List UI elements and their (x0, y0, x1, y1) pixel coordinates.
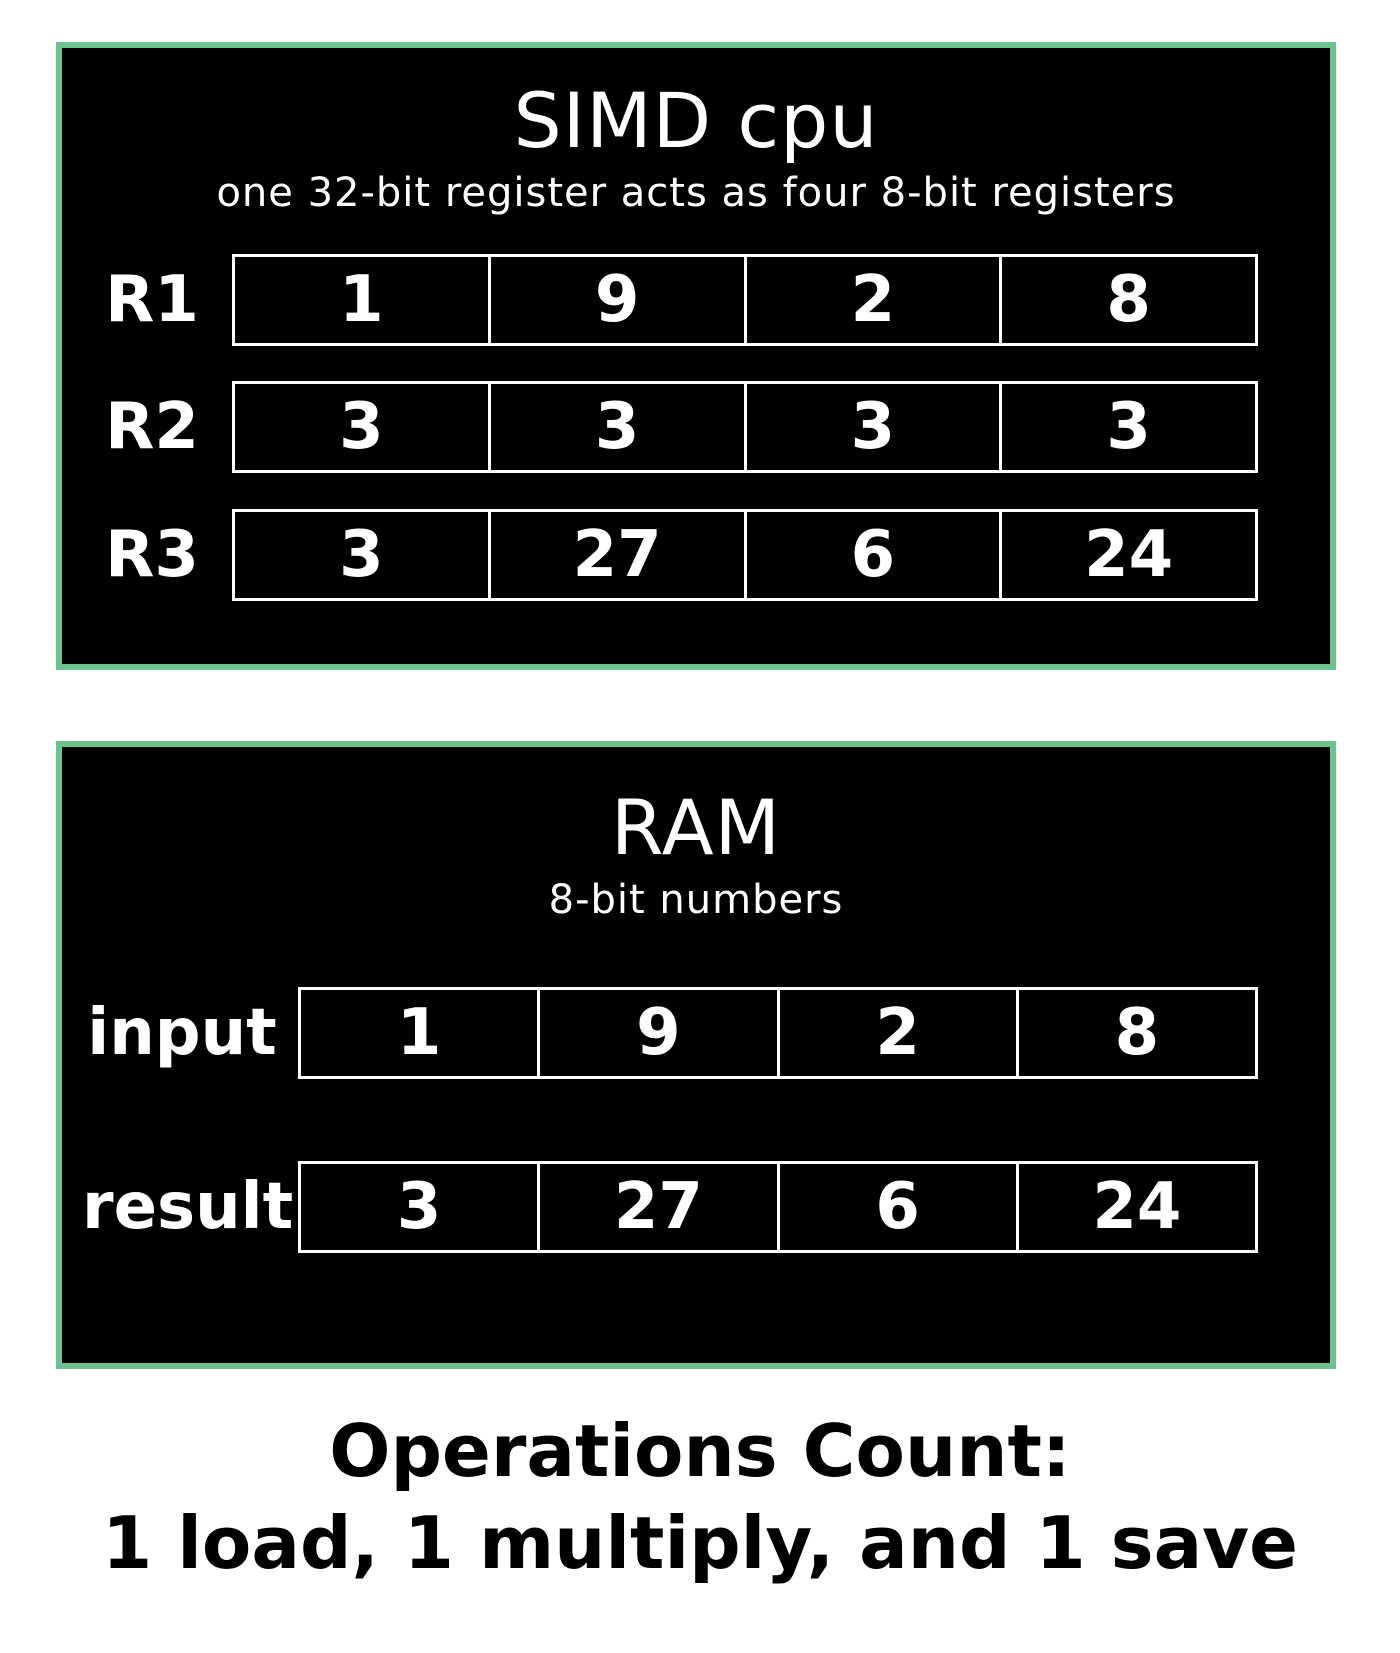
operations-heading: Operations Count: (329, 1409, 1071, 1493)
register-row-r2: R2 3 3 3 3 (62, 381, 1330, 473)
ram-cell: 2 (780, 990, 1019, 1076)
operations-detail: 1 load, 1 multiply, and 1 save (102, 1501, 1298, 1585)
ram-cells: 3 27 6 24 (298, 1161, 1258, 1253)
ram-row-label: input (87, 996, 277, 1070)
ram-cell: 27 (540, 1164, 780, 1250)
register-label: R3 (105, 518, 199, 592)
operations-count: Operations Count: 1 load, 1 multiply, an… (0, 1405, 1400, 1589)
register-cell: 27 (491, 512, 747, 598)
register-cell: 1 (235, 257, 491, 343)
register-row-r1: R1 1 9 2 8 (62, 254, 1330, 346)
register-cell: 8 (1106, 263, 1151, 337)
ram-subtitle: 8-bit numbers (548, 877, 844, 923)
ram-cell: 24 (1092, 1170, 1182, 1244)
ram-panel: RAM 8-bit numbers input 1 9 2 8 result 3… (56, 741, 1336, 1369)
ram-row-label: result (82, 1170, 294, 1244)
ram-cells: 1 9 2 8 (298, 987, 1258, 1079)
simd-cpu-panel: SIMD cpu one 32-bit register acts as fou… (56, 42, 1336, 670)
register-cell: 3 (235, 512, 491, 598)
register-cell: 3 (747, 384, 1003, 470)
ram-cell: 3 (301, 1164, 541, 1250)
ram-title: RAM (610, 783, 782, 872)
register-cells: 3 3 3 3 (232, 381, 1258, 473)
register-cell: 2 (747, 257, 1003, 343)
register-cells: 1 9 2 8 (232, 254, 1258, 346)
ram-row-result: result 3 27 6 24 (62, 1161, 1330, 1253)
register-cell: 3 (491, 384, 747, 470)
register-cells: 3 27 6 24 (232, 509, 1258, 601)
ram-row-input: input 1 9 2 8 (62, 987, 1330, 1079)
register-cell: 24 (1084, 518, 1174, 592)
register-cell: 6 (747, 512, 1003, 598)
register-cell: 9 (491, 257, 747, 343)
register-cell: 3 (235, 384, 491, 470)
cpu-title: SIMD cpu (513, 76, 879, 165)
register-label: R1 (105, 263, 199, 337)
ram-cell: 6 (780, 1164, 1019, 1250)
cpu-subtitle: one 32-bit register acts as four 8-bit r… (216, 170, 1176, 216)
ram-cell: 9 (540, 990, 780, 1076)
register-cell: 3 (1106, 390, 1151, 464)
ram-cell: 8 (1114, 996, 1160, 1070)
ram-cell: 1 (301, 990, 541, 1076)
register-row-r3: R3 3 27 6 24 (62, 509, 1330, 601)
register-label: R2 (105, 390, 199, 464)
